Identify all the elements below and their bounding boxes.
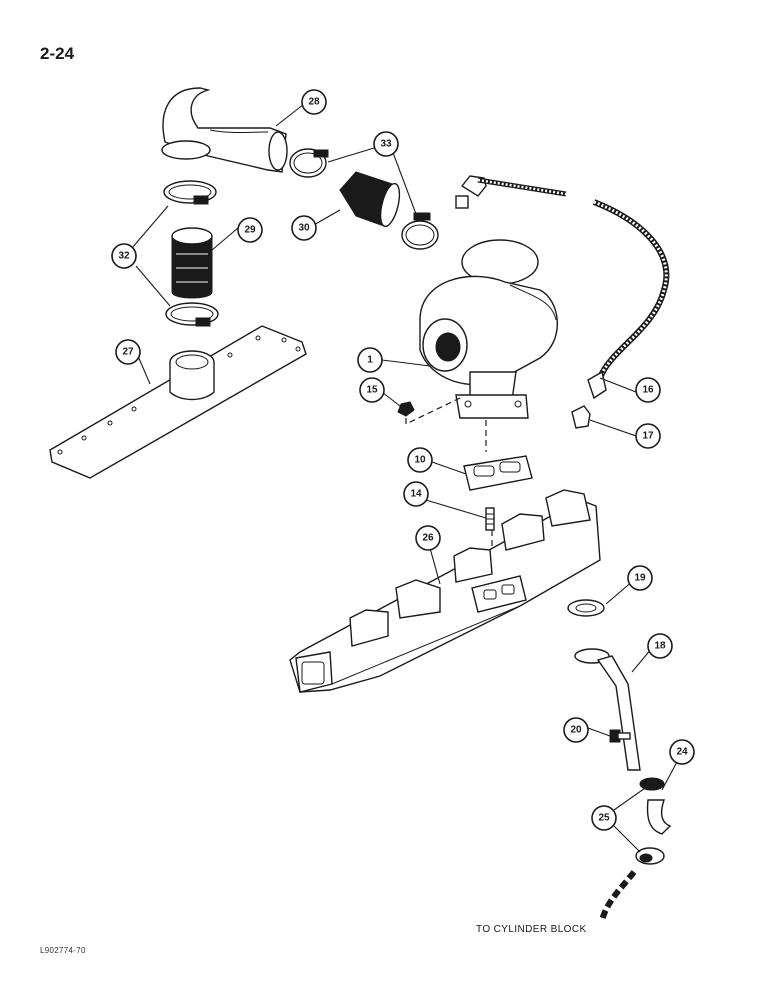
svg-text:16: 16 xyxy=(642,385,654,396)
leader-lines xyxy=(131,103,679,853)
hose-clamp-top-left-part xyxy=(163,180,217,205)
exhaust-manifold-part xyxy=(289,489,601,693)
hose-clamp-upper-part xyxy=(289,148,329,178)
drain-gasket-part xyxy=(567,599,605,617)
callout-29: 29 xyxy=(237,217,263,243)
intake-plate-part xyxy=(49,325,307,479)
svg-text:28: 28 xyxy=(308,97,320,108)
svg-text:27: 27 xyxy=(122,347,134,358)
svg-text:15: 15 xyxy=(366,385,378,396)
to-cylinder-block-label: TO CYLINDER BLOCK xyxy=(476,924,587,935)
drain-hose-part xyxy=(646,799,672,835)
svg-text:19: 19 xyxy=(634,573,646,584)
to-block-hose-line xyxy=(599,870,637,921)
nut-part xyxy=(397,401,415,417)
callout-10: 10 xyxy=(407,447,433,473)
rubber-hose-part xyxy=(171,227,213,299)
drain-clamp-lower-part xyxy=(635,847,665,865)
elbow-pipe-part xyxy=(161,87,288,173)
svg-text:33: 33 xyxy=(380,139,392,150)
svg-text:30: 30 xyxy=(298,223,310,234)
svg-text:18: 18 xyxy=(654,641,666,652)
oil-fitting-part xyxy=(571,405,591,429)
callout-20: 20 xyxy=(563,717,589,743)
callout-32: 32 xyxy=(111,243,137,269)
callout-26: 26 xyxy=(415,525,441,551)
svg-text:24: 24 xyxy=(676,747,688,758)
page-number: 2-24 xyxy=(40,44,75,63)
mount-line-1 xyxy=(405,397,461,425)
figure-code: L902774-70 xyxy=(40,946,86,955)
svg-text:25: 25 xyxy=(598,813,610,824)
callout-15: 15 xyxy=(359,377,385,403)
hose-sleeve-part xyxy=(339,171,401,228)
callout-27: 27 xyxy=(115,339,141,365)
callout-30: 30 xyxy=(291,215,317,241)
callout-33: 33 xyxy=(373,131,399,157)
svg-text:17: 17 xyxy=(642,431,654,442)
callout-16: 16 xyxy=(635,377,661,403)
callout-24: 24 xyxy=(669,739,695,765)
callout-25: 25 xyxy=(591,805,617,831)
turbocharger-part xyxy=(419,239,558,419)
callout-17: 17 xyxy=(635,423,661,449)
hose-clamp-bottom-left-part xyxy=(165,302,219,327)
svg-text:10: 10 xyxy=(414,455,426,466)
oil-drain-tube-part xyxy=(574,648,641,771)
gasket-part xyxy=(463,455,533,491)
callout-28: 28 xyxy=(301,89,327,115)
callout-18: 18 xyxy=(647,633,673,659)
svg-text:26: 26 xyxy=(422,533,434,544)
stud-part xyxy=(485,507,495,531)
svg-text:29: 29 xyxy=(244,225,256,236)
svg-text:32: 32 xyxy=(118,251,130,262)
drain-clamp-upper-part xyxy=(639,777,665,791)
hose-clamp-lower-part xyxy=(401,212,439,250)
svg-text:1: 1 xyxy=(367,355,373,366)
callout-1: 1 xyxy=(357,347,383,373)
callout-14: 14 xyxy=(403,481,429,507)
svg-text:20: 20 xyxy=(570,725,582,736)
callout-19: 19 xyxy=(627,565,653,591)
svg-text:14: 14 xyxy=(410,489,422,500)
